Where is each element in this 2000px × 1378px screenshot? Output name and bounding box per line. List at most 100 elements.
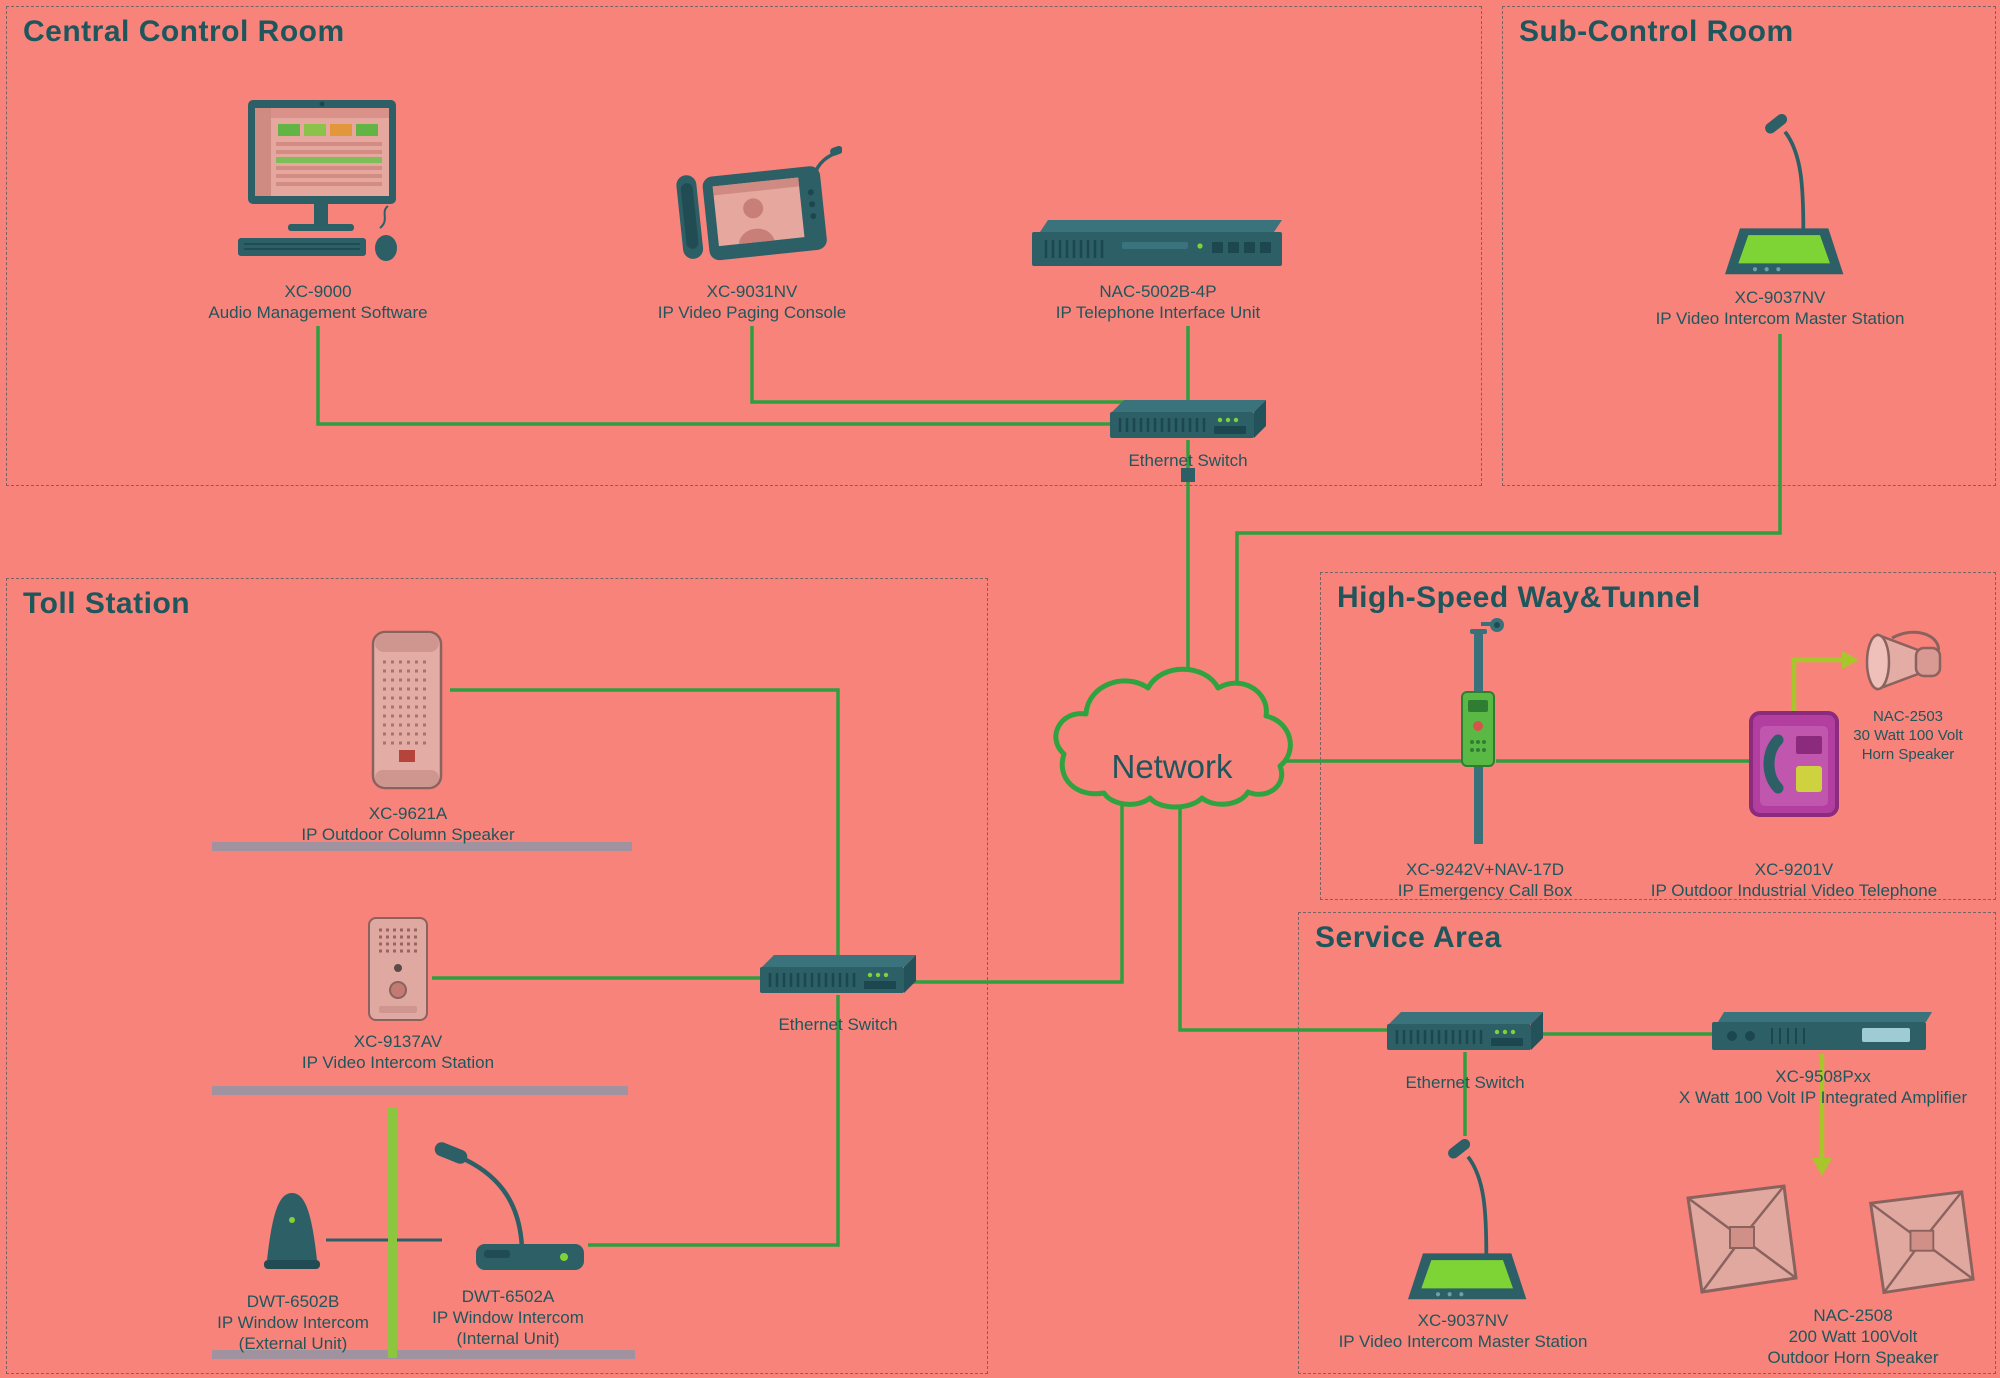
sub-master-label: XC-9037NV IP Video Intercom Master Stati… (1614, 287, 1946, 329)
ethernet-switch-icon (1387, 1012, 1543, 1050)
mounting-bar-intercom (212, 1086, 628, 1095)
master-station-icon (1408, 1138, 1527, 1300)
xc9000-device (230, 100, 410, 265)
dwt6502a-label: DWT-6502A IP Window Intercom (Internal U… (383, 1286, 633, 1349)
nac2503-desc2: Horn Speaker (1861, 746, 1955, 763)
xc9621a-label: XC-9621A IP Outdoor Column Speaker (248, 803, 568, 845)
xc9201v-label: XC-9201V IP Outdoor Industrial Video Tel… (1608, 859, 1980, 901)
nac2503-desc: 30 Watt 100 Volt (1853, 727, 1963, 744)
nac5002b4p-device (1032, 218, 1282, 272)
xc9137av-label: XC-9137AV IP Video Intercom Station (238, 1031, 558, 1073)
dual-horn-speaker-icon (1686, 1184, 1975, 1295)
dwt6502b-desc: IP Window Intercom (217, 1313, 369, 1332)
nac2508-desc: 200 Watt 100Volt (1788, 1327, 1918, 1346)
nac2503-device (1862, 622, 1950, 700)
window-divider (388, 1108, 397, 1358)
region-central-control-room: Central Control Room (6, 6, 1482, 486)
xc9201v-device (1748, 710, 1840, 818)
dwt6502a-desc: IP Window Intercom (432, 1308, 584, 1327)
xc9621a-device (363, 630, 451, 792)
nac2508-device (1675, 1178, 1985, 1298)
dwt6502b-label: DWT-6502B IP Window Intercom (External U… (168, 1291, 418, 1354)
horn-speaker-icon (1865, 630, 1942, 691)
highway-tunnel-title: High-Speed Way&Tunnel (1337, 581, 1701, 614)
toll-switch-text: Ethernet Switch (778, 1015, 898, 1034)
xc9000-desc: Audio Management Software (208, 303, 428, 322)
dwt6502a-desc2: (Internal Unit) (456, 1329, 560, 1348)
dwt6502b-desc2: (External Unit) (238, 1334, 348, 1353)
nac2508-desc2: Outdoor Horn Speaker (1767, 1348, 1939, 1367)
xc9137av-desc: IP Video Intercom Station (301, 1053, 495, 1072)
service-area-title: Service Area (1315, 921, 1502, 954)
nac2508-model: NAC-2508 (1813, 1306, 1893, 1325)
dwt6502a-device (418, 1126, 593, 1278)
service-master-model: XC-9037NV (1417, 1311, 1509, 1330)
xc9508pxx-model: XC-9508Pxx (1775, 1067, 1871, 1086)
xc9031nv-label: XC-9031NV IP Video Paging Console (592, 281, 912, 323)
mounting-bar-speaker (212, 842, 632, 851)
service-ethernet-switch-device (1385, 1008, 1545, 1062)
central-switch-text: Ethernet Switch (1128, 451, 1248, 470)
service-switch-label: Ethernet Switch (1375, 1072, 1555, 1093)
dwt6502b-device (256, 1190, 328, 1274)
rack-unit-icon (1032, 220, 1282, 266)
ethernet-switch-icon (1110, 400, 1266, 438)
sub-master-station-device (1705, 103, 1855, 283)
dwt6502a-model: DWT-6502A (461, 1287, 555, 1306)
xc9031nv-model: XC-9031NV (706, 282, 798, 301)
network-cloud (1042, 652, 1302, 822)
xc9000-model: XC-9000 (284, 282, 352, 301)
column-speaker-icon (371, 630, 443, 790)
callbox-label: XC-9242V+NAV-17D IP Emergency Call Box (1345, 859, 1625, 901)
xc9508pxx-device (1712, 1008, 1932, 1054)
ethernet-switch-icon (760, 955, 916, 993)
central-switch-label: Ethernet Switch (1098, 450, 1278, 471)
xc9137av-device (365, 916, 431, 1024)
xc9201v-desc: IP Outdoor Industrial Video Telephone (1650, 881, 1938, 900)
desktop-computer-icon (238, 100, 397, 261)
central-ethernet-switch-device (1108, 396, 1268, 450)
region-sub-control-room: Sub-Control Room (1502, 6, 1996, 486)
network-label: Network (1111, 748, 1233, 785)
central-control-room-title: Central Control Room (23, 15, 345, 48)
nac2503-model: NAC-2503 (1872, 708, 1944, 725)
nac2508-label: NAC-2508 200 Watt 100Volt Outdoor Horn S… (1713, 1305, 1993, 1368)
sub-control-room-title: Sub-Control Room (1519, 15, 1794, 48)
toll-station-title: Toll Station (23, 587, 191, 620)
service-switch-text: Ethernet Switch (1405, 1073, 1525, 1092)
callbox-desc: IP Emergency Call Box (1397, 881, 1573, 900)
xc9137av-model: XC-9137AV (353, 1032, 443, 1051)
cone-intercom-icon (264, 1193, 320, 1269)
toll-ethernet-switch-device (758, 951, 918, 1005)
xc9031nv-device (672, 146, 842, 276)
industrial-telephone-icon (1749, 711, 1839, 817)
master-station-icon (1725, 113, 1844, 275)
xc9031nv-desc: IP Video Paging Console (657, 303, 847, 322)
xc9201v-model: XC-9201V (1754, 860, 1834, 879)
xc9000-label: XC-9000 Audio Management Software (158, 281, 478, 323)
service-master-desc: IP Video Intercom Master Station (1338, 1332, 1588, 1351)
xc9621a-model: XC-9621A (368, 804, 448, 823)
paging-console-icon (676, 146, 842, 261)
callbox-device (1448, 616, 1510, 846)
region-toll-station: Toll Station (6, 578, 988, 1374)
sub-master-model: XC-9037NV (1734, 288, 1826, 307)
nac2503-label: NAC-2503 30 Watt 100 Volt Horn Speaker (1823, 707, 1993, 764)
xc9508pxx-label: XC-9508Pxx X Watt 100 Volt IP Integrated… (1652, 1066, 1994, 1108)
emergency-callbox-icon (1461, 618, 1504, 844)
mounting-bar-window-units (212, 1350, 635, 1359)
callbox-model: XC-9242V+NAV-17D (1406, 860, 1564, 879)
nac5002b4p-desc: IP Telephone Interface Unit (1055, 303, 1261, 322)
amplifier-icon (1712, 1012, 1932, 1050)
service-master-label: XC-9037NV IP Video Intercom Master Stati… (1297, 1310, 1629, 1352)
nac5002b4p-label: NAC-5002B-4P IP Telephone Interface Unit (998, 281, 1318, 323)
xc9621a-desc: IP Outdoor Column Speaker (301, 825, 515, 844)
service-master-station-device (1388, 1128, 1538, 1308)
intercom-station-icon (368, 917, 428, 1021)
dwt6502b-model: DWT-6502B (246, 1292, 340, 1311)
toll-switch-label: Ethernet Switch (748, 1014, 928, 1035)
sub-master-desc: IP Video Intercom Master Station (1655, 309, 1905, 328)
network-cloud-icon (1053, 666, 1293, 810)
gooseneck-intercom-icon (434, 1142, 584, 1270)
